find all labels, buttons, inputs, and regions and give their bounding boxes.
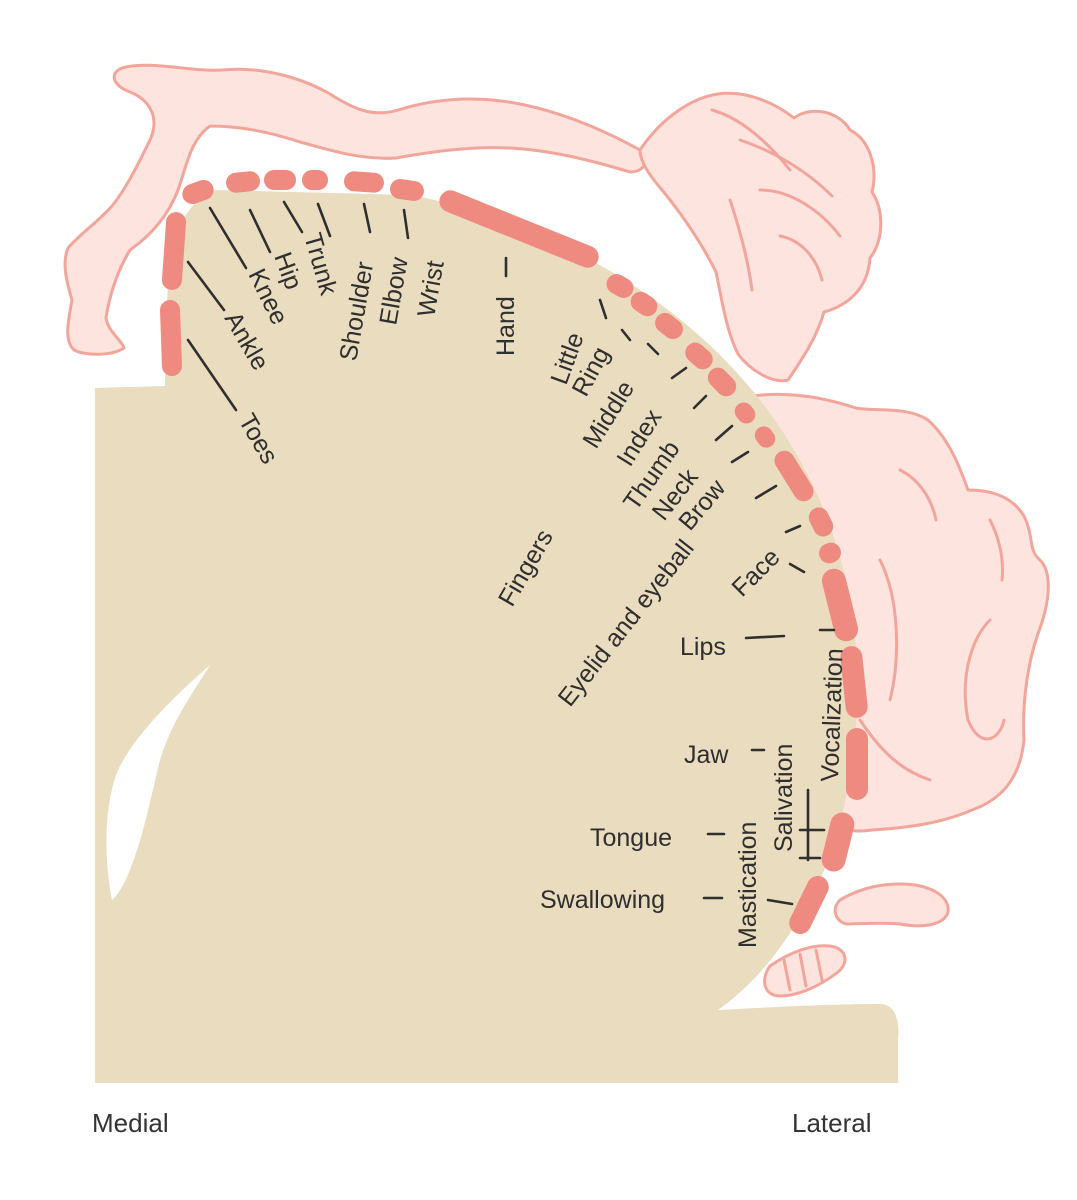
segment <box>754 426 776 448</box>
leader-line <box>362 202 372 234</box>
homunculus-finger-detail <box>710 108 842 292</box>
homunculus-leg <box>63 63 647 356</box>
cortical-segments <box>160 170 868 934</box>
segment <box>182 179 214 205</box>
leader-line <box>402 208 410 240</box>
segment <box>630 291 658 317</box>
segment <box>606 274 634 298</box>
leader-line <box>714 424 734 442</box>
segment <box>226 171 260 193</box>
leader-lines <box>186 200 836 906</box>
leader-line <box>744 634 786 640</box>
segment <box>789 876 829 934</box>
segment <box>821 568 859 642</box>
label-lips: Lips <box>680 633 726 661</box>
leader-line <box>208 206 248 270</box>
leader-line <box>766 898 794 906</box>
label-lateral: Lateral <box>792 1108 872 1138</box>
lateral-ventricle <box>106 665 210 900</box>
leader-line <box>186 260 226 312</box>
label-jaw: Jaw <box>684 741 729 769</box>
segment <box>840 646 868 718</box>
leader-line <box>646 342 660 356</box>
label-mastication: Mastication <box>734 822 762 948</box>
segment <box>685 342 713 370</box>
leader-line <box>186 338 238 412</box>
segment <box>161 212 187 290</box>
homunculus-throat <box>763 944 847 998</box>
label-swallowing: Swallowing <box>540 886 665 914</box>
leader-line <box>730 450 750 464</box>
segment <box>808 507 834 537</box>
leader-line <box>754 484 778 500</box>
label-hand: Hand <box>492 296 520 356</box>
segment <box>264 170 296 190</box>
leader-line <box>784 524 802 534</box>
label-vocalization: Vocalization <box>816 648 849 782</box>
segment <box>344 171 384 193</box>
leader-line <box>788 562 806 574</box>
leader-line <box>692 394 708 410</box>
segment <box>390 179 424 201</box>
leader-line <box>316 202 332 238</box>
leader-line <box>282 200 304 234</box>
label-salivation: Salivation <box>770 744 798 852</box>
segment <box>734 402 756 424</box>
homunculus-face-detail <box>858 468 1006 782</box>
homunculus-hand <box>638 91 883 383</box>
cortex-section <box>95 190 899 1083</box>
leader-line <box>598 298 608 320</box>
leader-line <box>620 328 632 342</box>
segment <box>160 300 182 376</box>
leader-line <box>670 366 688 380</box>
segment <box>707 367 737 397</box>
homunculus-tongue <box>833 882 950 928</box>
segment <box>846 728 868 800</box>
segment <box>819 542 841 564</box>
segment <box>302 170 328 190</box>
orientation-labels: Medial Lateral <box>92 1108 872 1138</box>
segment <box>439 190 599 268</box>
homunculus-throat-detail <box>782 948 824 992</box>
label-tongue: Tongue <box>590 824 672 852</box>
segment <box>774 450 814 502</box>
leader-line <box>248 208 272 254</box>
segment <box>655 312 683 340</box>
label-medial: Medial <box>92 1108 169 1138</box>
segment <box>821 812 855 872</box>
